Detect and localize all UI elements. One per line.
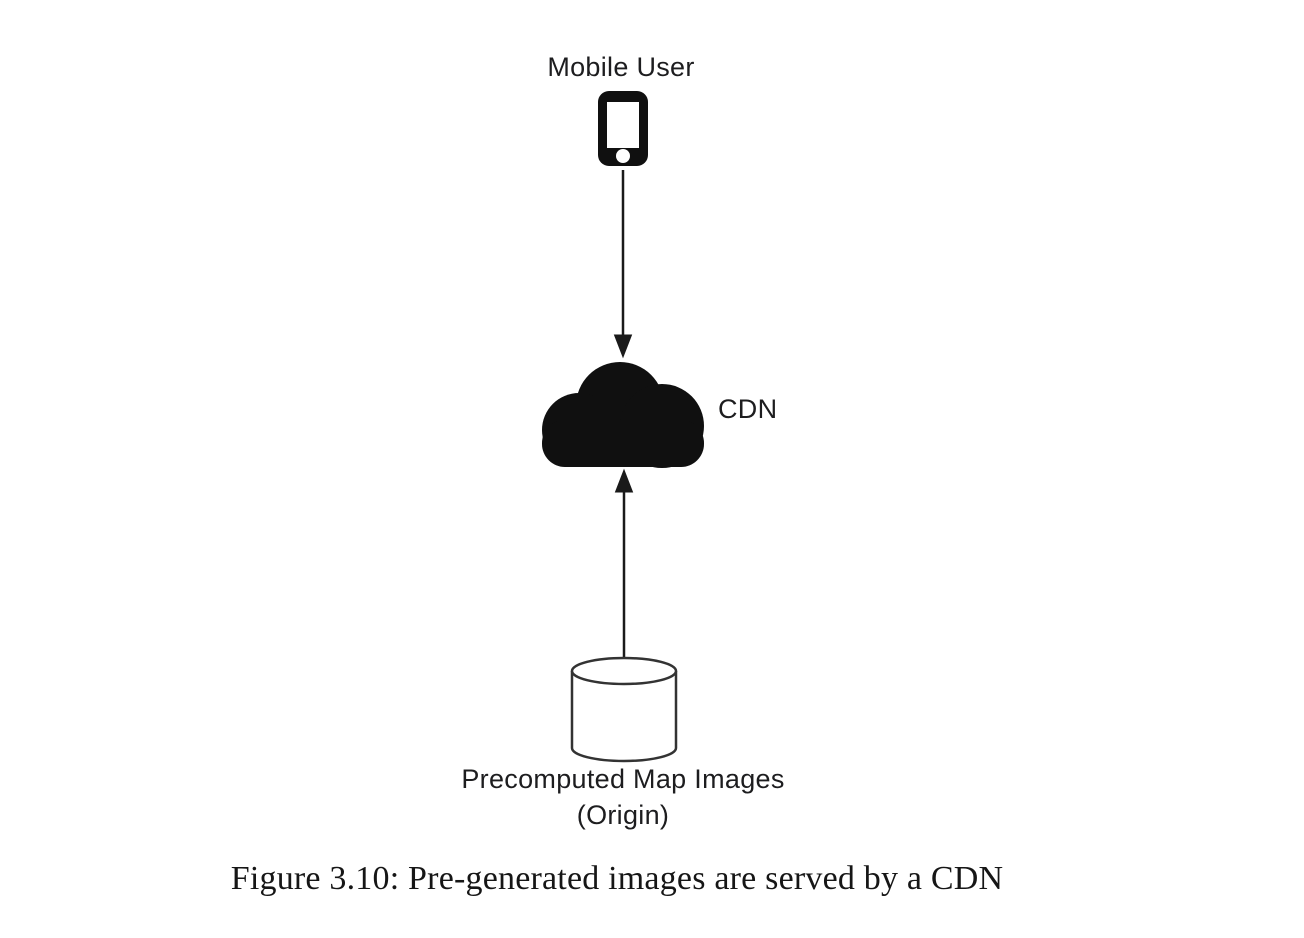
arrow-origin-to-cdn [614,468,634,657]
mobile-user-label: Mobile User [547,52,695,82]
database-cylinder-icon [570,656,678,763]
arrow-user-to-cdn [613,170,633,359]
figure-caption: Figure 3.10: Pre-generated images are se… [230,860,1004,897]
smartphone-icon [598,91,648,166]
origin-label: Precomputed Map Images [461,764,785,794]
origin-sublabel: (Origin) [576,800,670,830]
cdn-label: CDN [718,394,778,424]
cloud-icon [542,362,704,468]
